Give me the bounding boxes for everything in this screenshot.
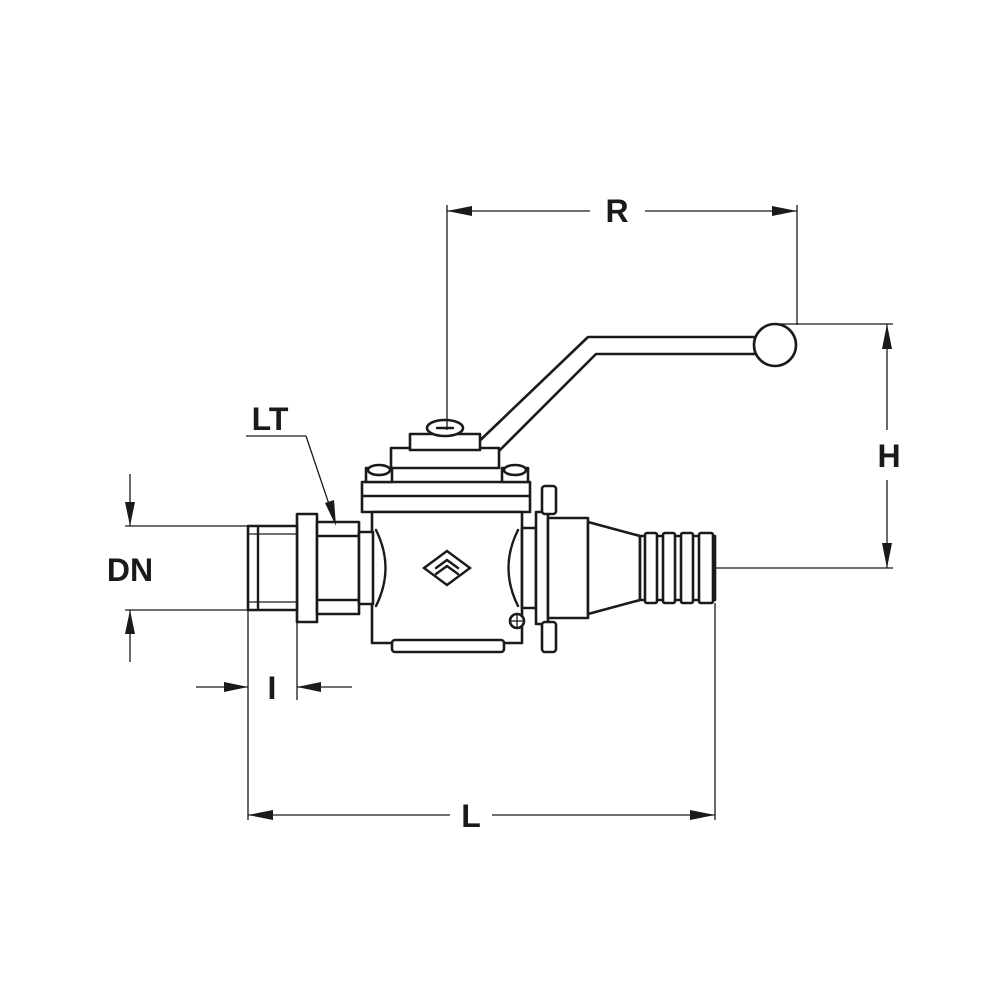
dimension-label-r: R — [605, 193, 628, 229]
hex-nut — [295, 512, 375, 624]
dimension-dn: DN — [107, 474, 248, 662]
dimension-label-lt: LT — [252, 401, 289, 437]
dimension-label-i: I — [268, 670, 277, 706]
dimension-label-dn: DN — [107, 552, 153, 588]
valve-stem-assembly — [389, 418, 501, 470]
manufacturer-logo — [421, 549, 473, 587]
hose-barb — [546, 516, 717, 620]
dimension-l: L — [248, 603, 716, 834]
valve-lever-handle — [468, 322, 798, 460]
dimension-r: R — [446, 193, 798, 430]
bonnet-flange — [360, 463, 532, 514]
valve-body — [370, 510, 524, 654]
lever-knob — [752, 322, 798, 368]
dimension-h: H — [720, 323, 901, 569]
dimension-lt: LT — [246, 401, 336, 526]
coupling-flange — [508, 484, 558, 654]
threaded-male-end — [246, 524, 299, 612]
dimension-label-l: L — [461, 798, 481, 834]
dimension-label-h: H — [877, 438, 900, 474]
dimension-i: I — [196, 610, 352, 820]
